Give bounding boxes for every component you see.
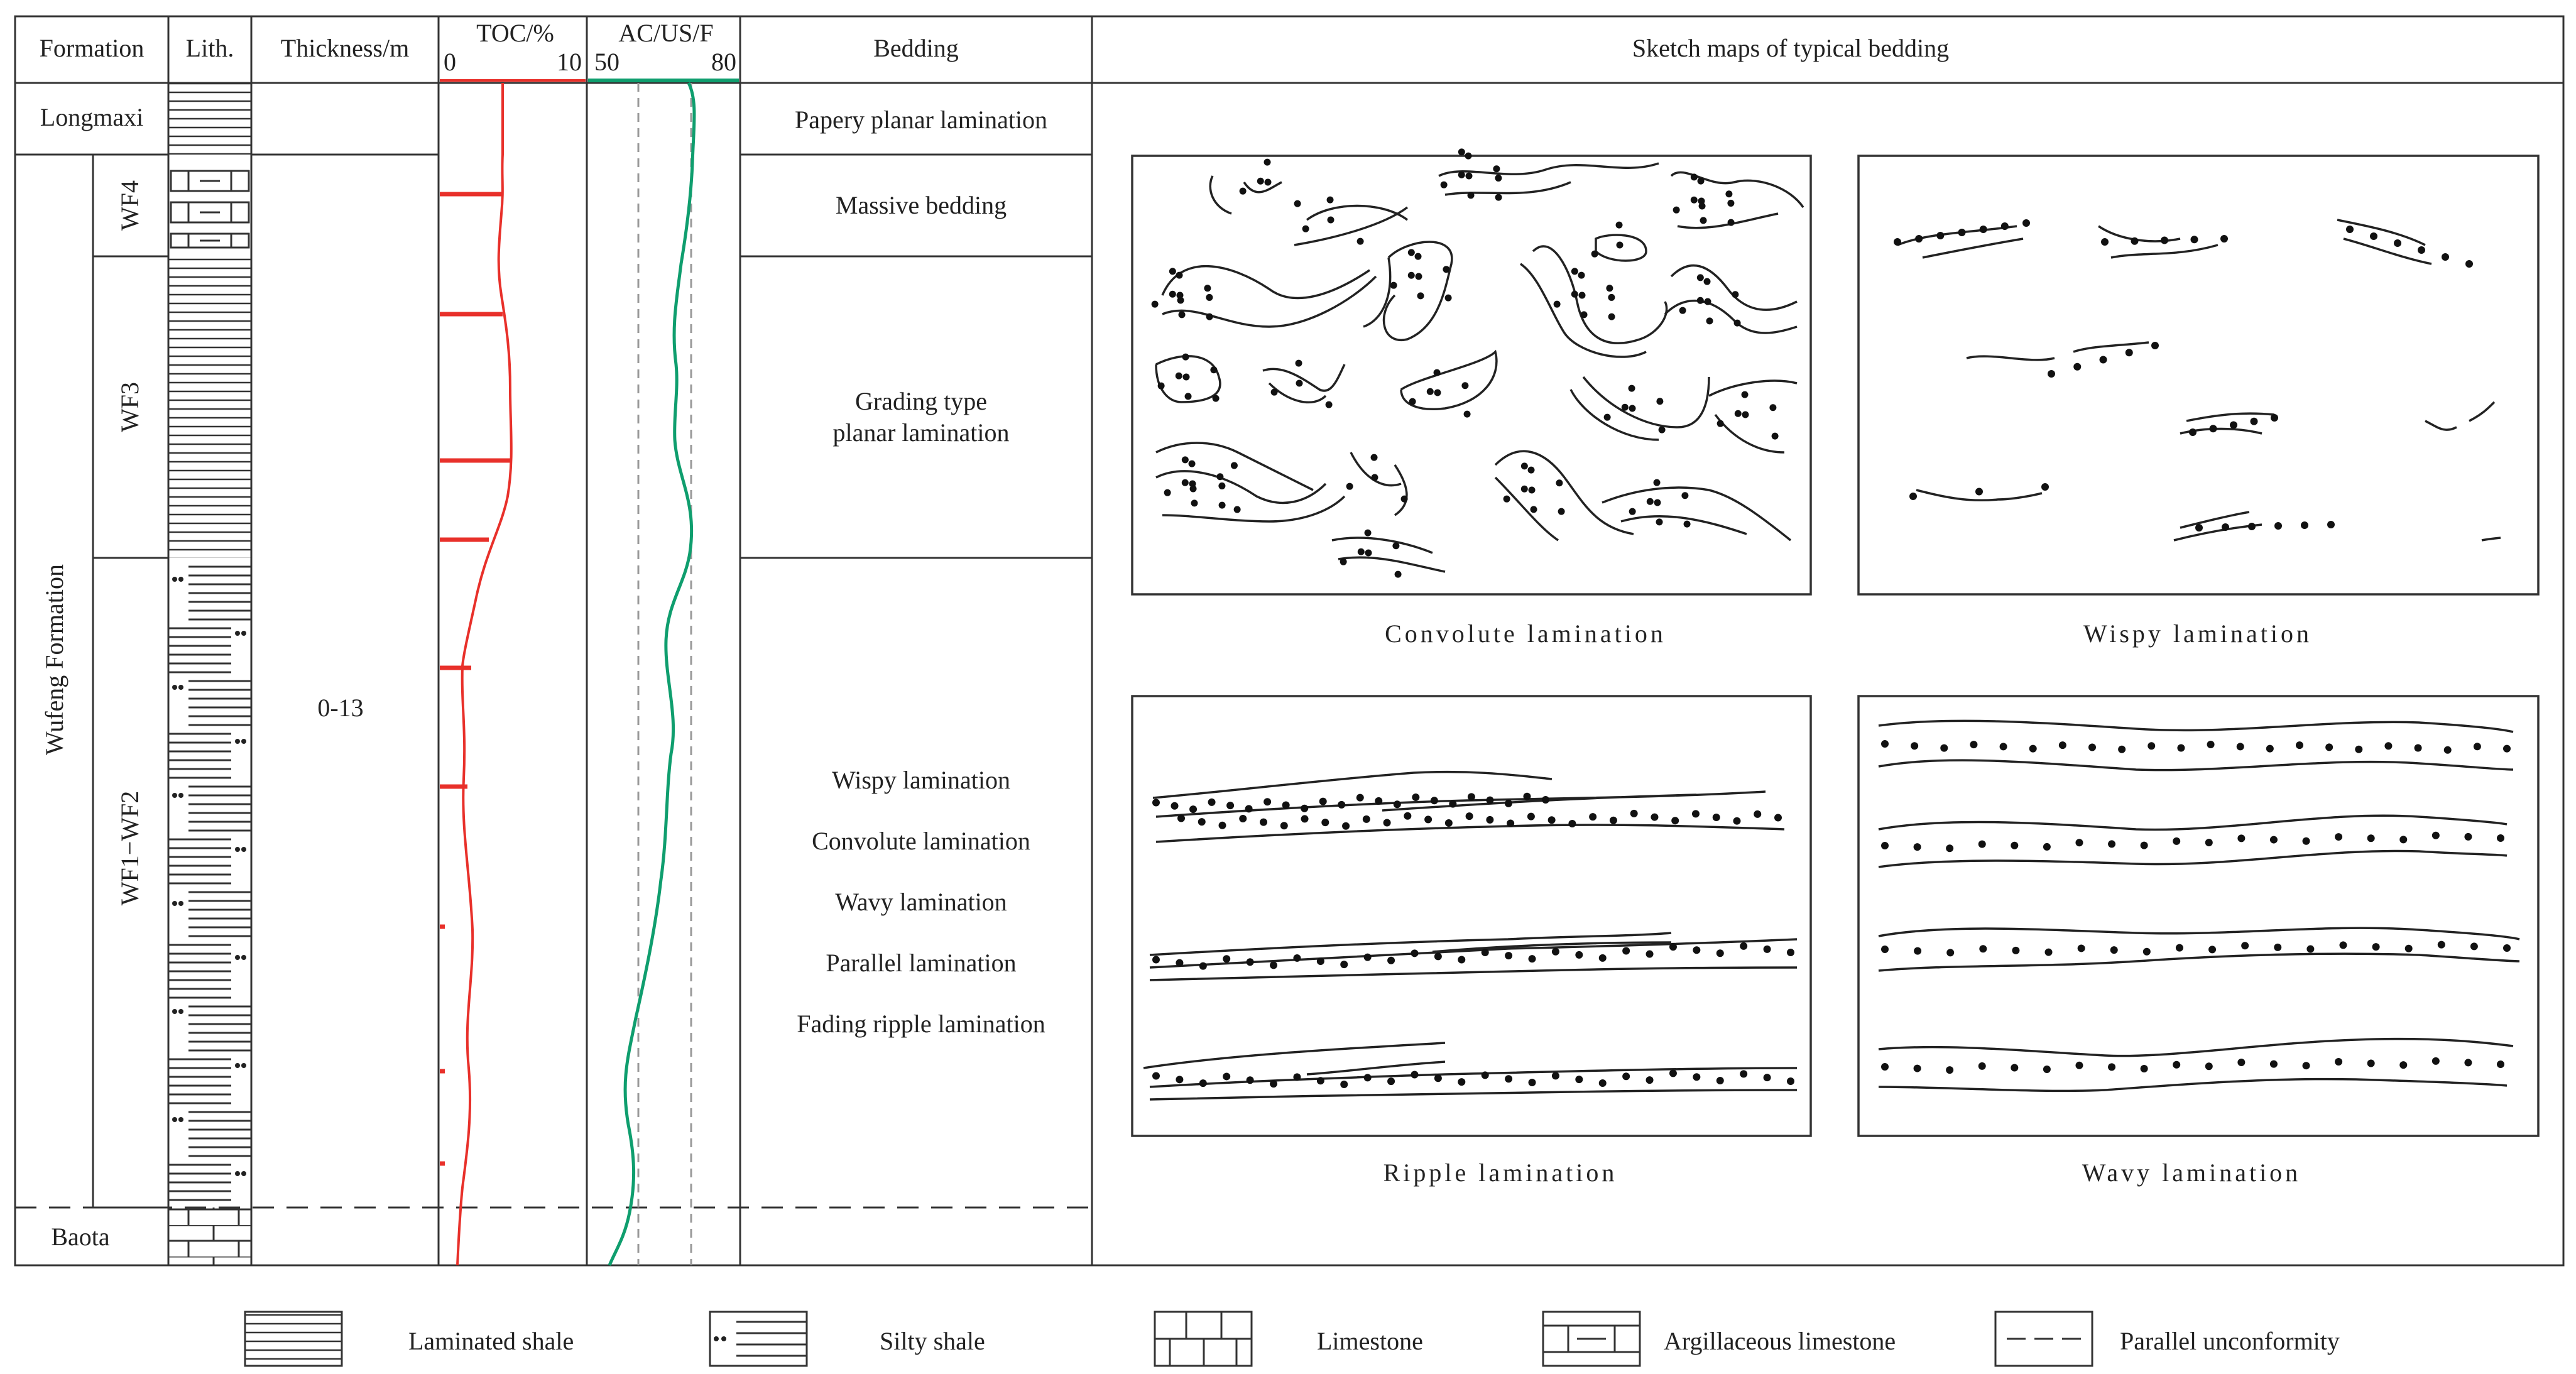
formation-labels: Longmaxi Baota Wufeng Formation WF4 WF3 …: [40, 103, 144, 1251]
legend-limestone: Limestone: [1154, 1311, 1423, 1367]
formation-wufeng: Wufeng Formation: [40, 564, 68, 755]
sketch-panels: [1131, 155, 2540, 1137]
legend-parallel-unconformity: Parallel unconformity: [1994, 1311, 2340, 1367]
unit-wf4: WF4: [116, 180, 144, 231]
legend-silty-shale-label: Silty shale: [880, 1327, 985, 1355]
panel-ripple: [1131, 695, 1812, 1137]
sketch-captions: Convolute lamination Wispy lamination Ri…: [1384, 619, 2312, 1187]
bedding-wispy: Wispy lamination: [832, 766, 1010, 794]
panel-convolute: [1131, 155, 1812, 596]
lithology-column: [168, 83, 251, 1265]
wispy-sketch: [1897, 219, 2501, 542]
legend-argillaceous-limestone: Argillaceous limestone: [1542, 1311, 1896, 1367]
header-ac-min: 50: [594, 48, 619, 76]
wavy-dots: [1881, 740, 2511, 1074]
header-formation: Formation: [40, 34, 145, 62]
caption-ripple: Ripple lamination: [1384, 1159, 1618, 1187]
header-toc-min: 0: [444, 48, 456, 76]
caption-wavy: Wavy lamination: [2082, 1159, 2301, 1187]
bedding-fading-ripple: Fading ripple lamination: [797, 1010, 1045, 1038]
legend-laminated-shale: Laminated shale: [244, 1311, 574, 1367]
legend-argillaceous-limestone-label: Argillaceous limestone: [1664, 1327, 1896, 1355]
convolute-dots: [1151, 148, 1779, 578]
wavy-sketch: [1878, 719, 2520, 1093]
thickness-value: 0-13: [317, 694, 363, 722]
bedding-grading-line1: Grading type: [855, 387, 987, 415]
header-ac: AC/US/F: [618, 19, 713, 47]
bedding-wavy: Wavy lamination: [835, 888, 1007, 916]
ripple-dots: [1152, 792, 1794, 1089]
toc-ticks: [440, 192, 510, 1166]
header-toc: TOC/%: [476, 19, 554, 47]
header-lith: Lith.: [186, 34, 234, 62]
header-toc-max: 10: [557, 48, 582, 76]
wispy-dots: [1894, 219, 2473, 532]
bedding-column: Papery planar lamination Massive bedding…: [795, 106, 1047, 1038]
formation-longmaxi: Longmaxi: [40, 103, 143, 131]
caption-convolute: Convolute lamination: [1385, 619, 1666, 648]
bedding-convolute: Convolute lamination: [812, 827, 1030, 855]
ac-curve: [608, 82, 696, 1266]
toc-curve: [456, 83, 513, 1266]
toc-log: [440, 83, 513, 1266]
formation-baota: Baota: [51, 1223, 110, 1251]
bedding-papery: Papery planar lamination: [795, 106, 1047, 134]
legend-laminated-shale-label: Laminated shale: [408, 1327, 574, 1355]
header-ac-max: 80: [711, 48, 736, 76]
unit-wf1-wf2: WF1−WF2: [116, 791, 144, 906]
legend-parallel-unconformity-label: Parallel unconformity: [2120, 1327, 2340, 1355]
header-sketch: Sketch maps of typical bedding: [1632, 34, 1949, 62]
panel-wavy: [1857, 695, 2540, 1137]
legend-silty-shale: Silty shale: [709, 1311, 985, 1367]
unit-wf3: WF3: [116, 382, 144, 432]
convolute-sketch: [1155, 162, 1804, 573]
column-table: [14, 15, 2565, 1267]
bedding-grading-line2: planar lamination: [832, 418, 1009, 447]
panel-wispy: [1857, 155, 2540, 596]
header-thickness: Thickness/m: [281, 34, 409, 62]
bedding-parallel: Parallel lamination: [826, 949, 1016, 977]
caption-wispy: Wispy lamination: [2083, 619, 2312, 648]
table-header: Formation Lith. Thickness/m TOC/% 0 10 A…: [40, 19, 1950, 76]
legend: Laminated shale Silty shale: [244, 1311, 2340, 1367]
legend-limestone-label: Limestone: [1317, 1327, 1423, 1355]
header-bedding: Bedding: [873, 34, 959, 62]
ripple-sketch: [1143, 770, 1798, 1101]
ac-log: [608, 82, 696, 1266]
bedding-massive: Massive bedding: [836, 191, 1007, 219]
